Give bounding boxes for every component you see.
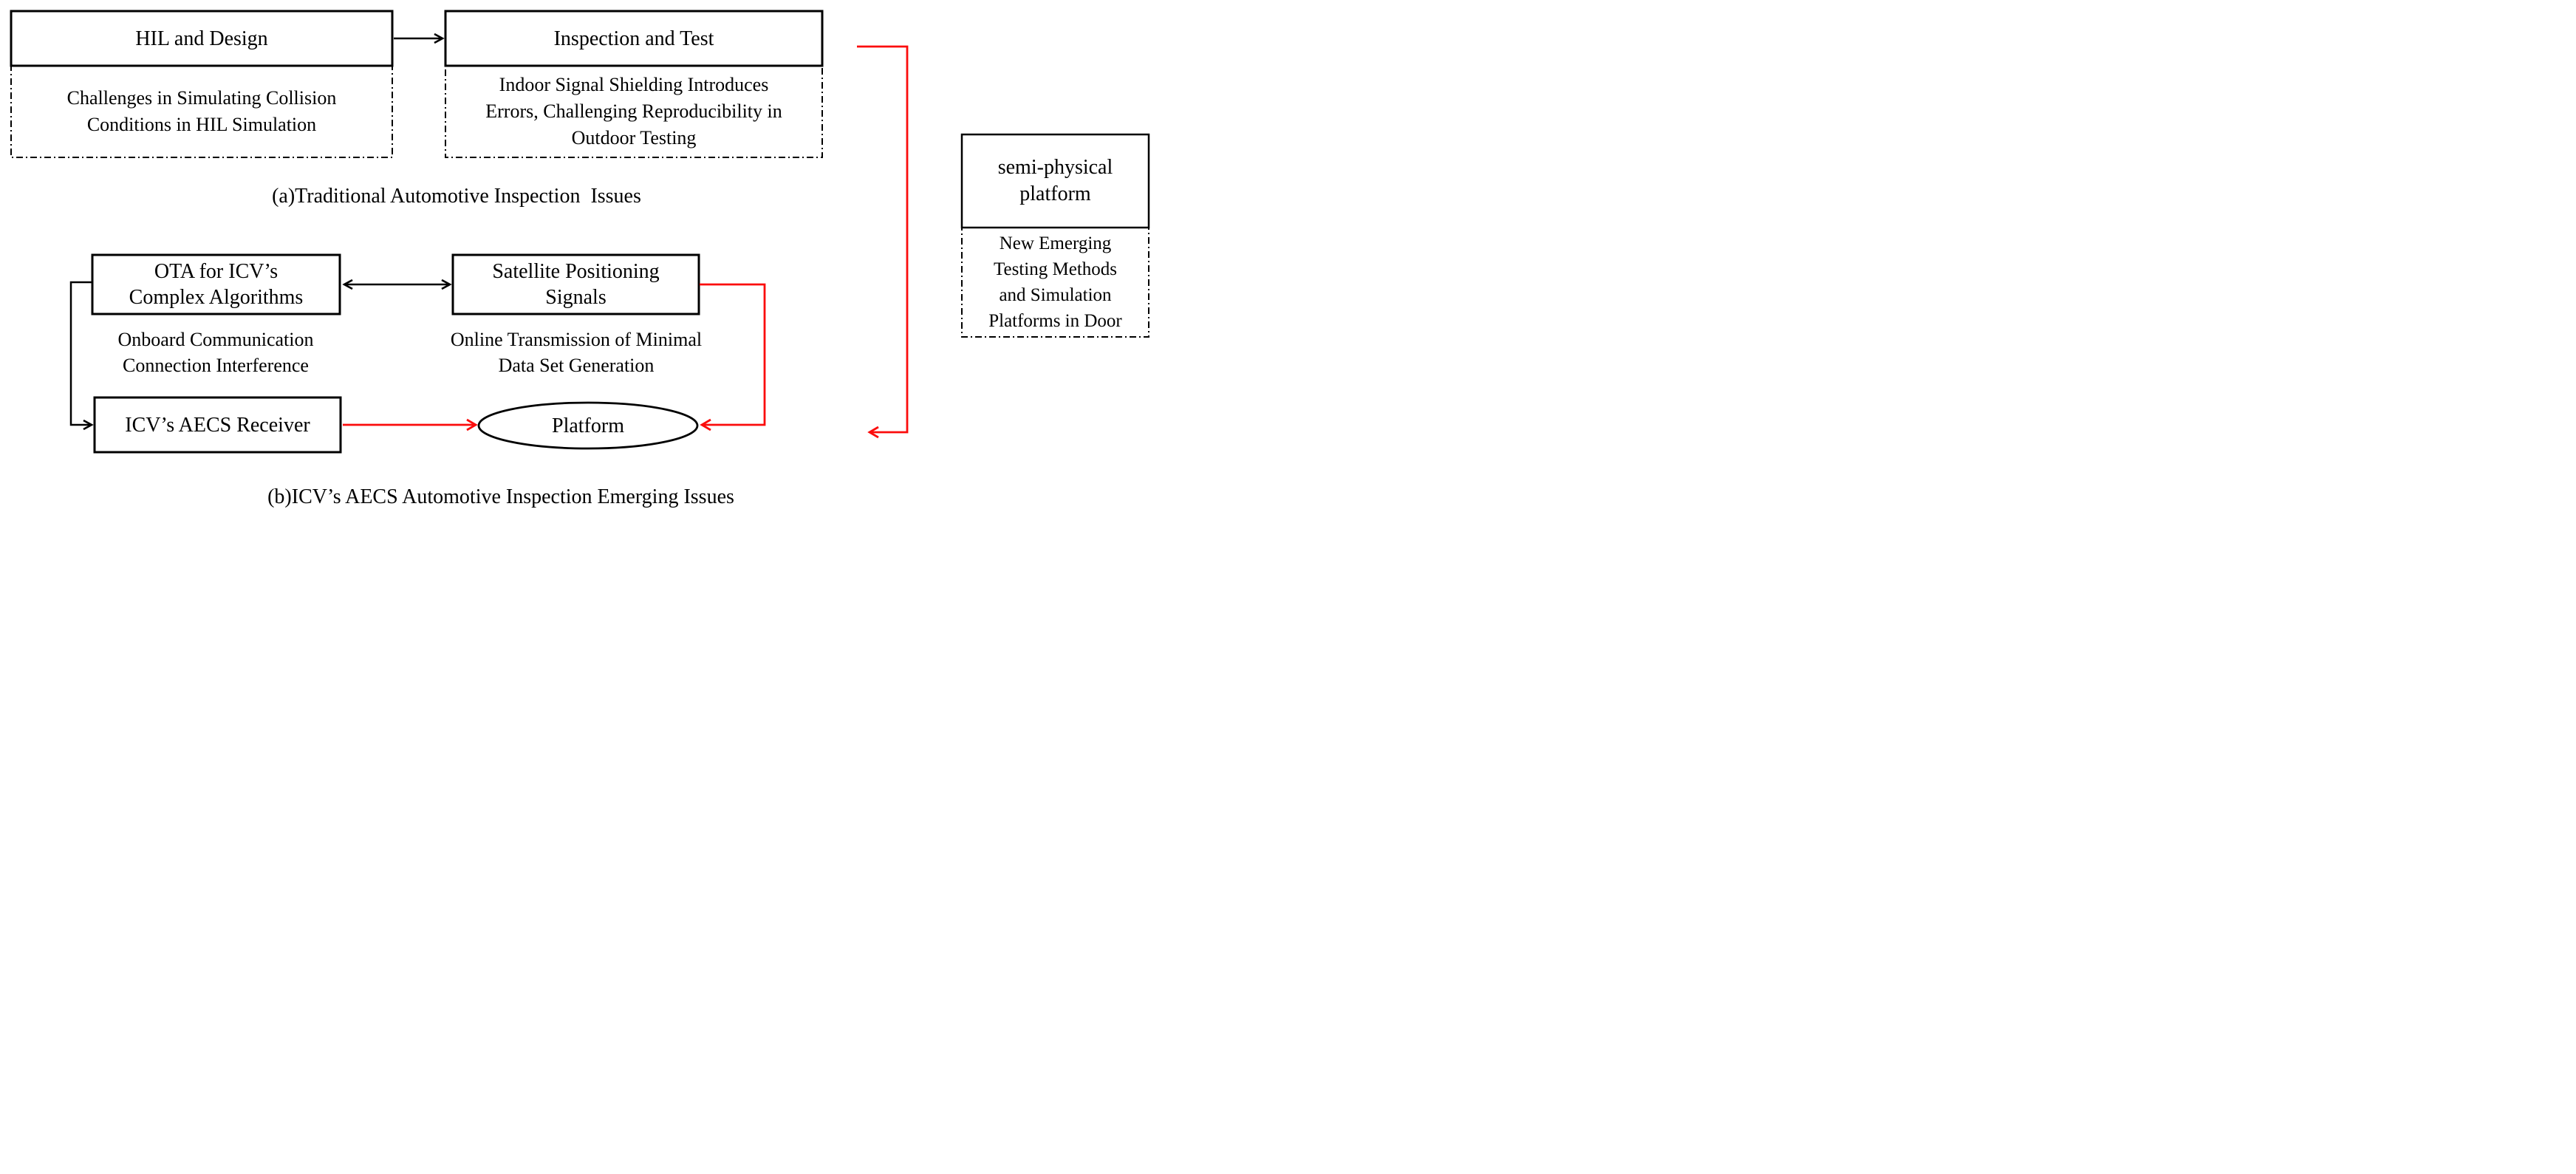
hil-note: Challenges in Simulating Collision Condi… (11, 66, 392, 157)
text-line: Platforms in Door (988, 311, 1122, 331)
text-line: Online Transmission of Minimal (450, 329, 703, 350)
text-line: Connection Interference (123, 355, 309, 376)
inspection-box (444, 10, 824, 67)
text-line: Errors, Challenging Reproducibility in (485, 100, 782, 122)
diagram-shapes (10, 10, 1150, 454)
text-line: Outdoor Testing (571, 127, 697, 149)
text-line: Data Set Generation (498, 355, 655, 376)
text-line: platform (1019, 182, 1091, 205)
satellite-box-label: Satellite Positioning Signals (453, 255, 699, 314)
text-line: Complex Algorithms (129, 286, 304, 309)
caption-a: (a)Traditional Automotive Inspection Iss… (272, 185, 641, 208)
semi-physical-box-label: semi-physical platform (962, 134, 1149, 228)
ota-box-label: OTA for ICV’s Complex Algorithms (92, 255, 340, 314)
text-line: Challenges in Simulating Collision (66, 87, 337, 109)
ota-to-receiver-connector (69, 281, 94, 431)
hil-box-label: HIL and Design (135, 27, 268, 50)
satellite-to-platform-red-connector (700, 283, 766, 431)
semi-physical-note-dashed-box (961, 227, 1149, 338)
ota-note: Onboard Communication Connection Interfe… (72, 326, 360, 379)
receiver-box (93, 396, 342, 454)
inspection-to-platform-red-connector (857, 45, 909, 439)
text-line: New Emerging (999, 233, 1112, 253)
text-line: OTA for ICV’s (154, 260, 279, 283)
text-line: semi-physical (997, 156, 1113, 179)
text-line: Conditions in HIL Simulation (86, 114, 317, 135)
platform-ellipse-label: Platform (552, 414, 624, 437)
flowchart-figure: HIL and Design Challenges in Simulating … (0, 0, 1159, 528)
inspection-box-label: Inspection and Test (553, 27, 714, 50)
text-line: Testing Methods (994, 259, 1117, 279)
receiver-box-label: ICV’s AECS Receiver (125, 413, 310, 437)
ota-box (91, 253, 341, 315)
platform-ellipse (477, 401, 699, 450)
text-line: and Simulation (999, 285, 1112, 305)
hil-box (10, 10, 394, 67)
text-line: Satellite Positioning (492, 260, 660, 283)
caption-b: (b)ICV’s AECS Automotive Inspection Emer… (267, 485, 734, 508)
semi-physical-box (960, 133, 1150, 229)
satellite-box (451, 253, 700, 315)
satellite-note: Online Transmission of Minimal Data Set … (432, 326, 720, 379)
text-line: Signals (545, 286, 607, 309)
text-line: Onboard Communication (117, 329, 314, 350)
text-line: Indoor Signal Shielding Introduces (499, 74, 769, 95)
semi-physical-note: New Emerging Testing Methods and Simulat… (962, 229, 1149, 335)
hil-note-dashed-box (10, 65, 393, 158)
inspection-note: Indoor Signal Shielding Introduces Error… (445, 66, 822, 157)
